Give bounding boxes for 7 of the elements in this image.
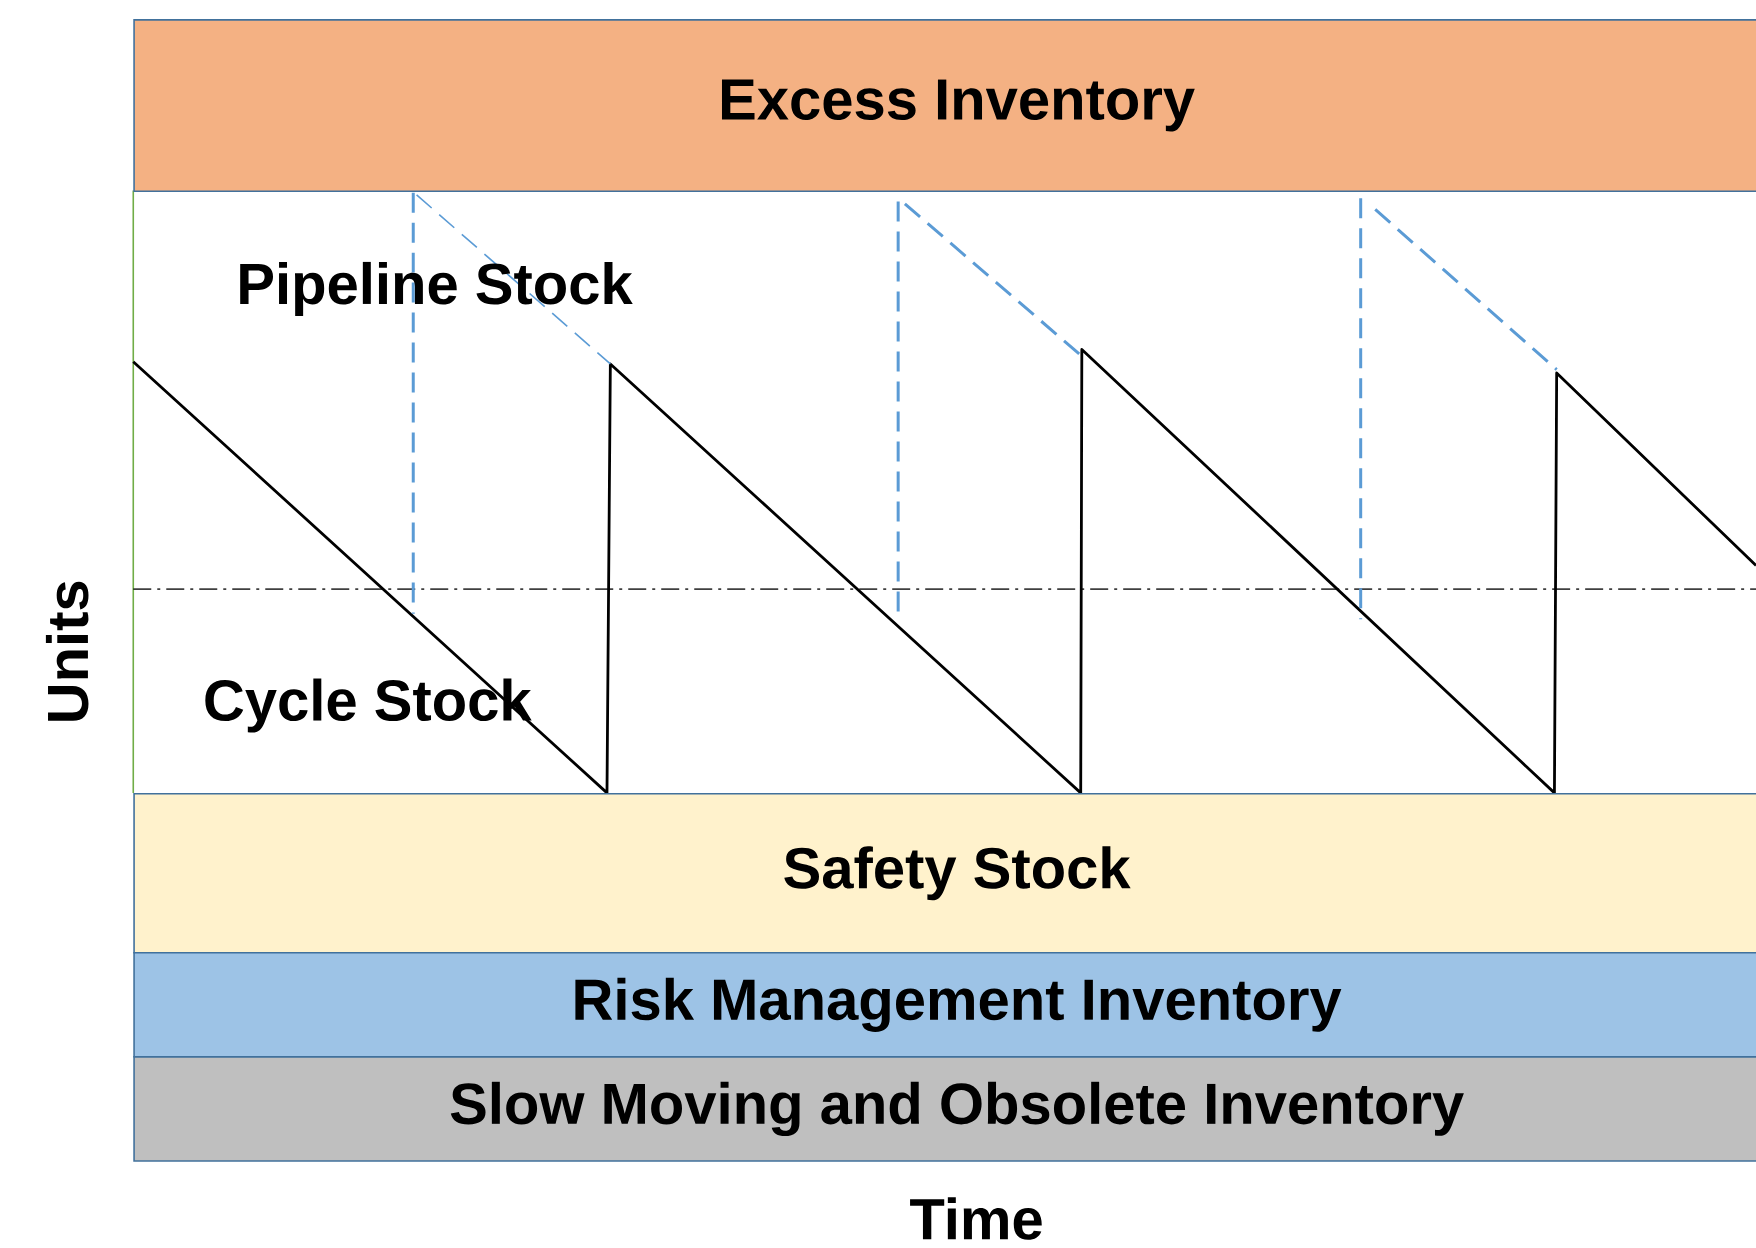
inventory-band: Risk Management Inventory — [133, 952, 1756, 1058]
inventory-band: Excess Inventory — [133, 19, 1756, 193]
axis-label: Units — [45, 581, 89, 721]
inventory-band: Safety Stock — [133, 793, 1756, 954]
area-label: Pipeline Stock — [240, 262, 633, 317]
inventory-band: Slow Moving and Obsolete Inventory — [133, 1056, 1756, 1163]
axis-label: Time — [910, 1197, 1042, 1240]
